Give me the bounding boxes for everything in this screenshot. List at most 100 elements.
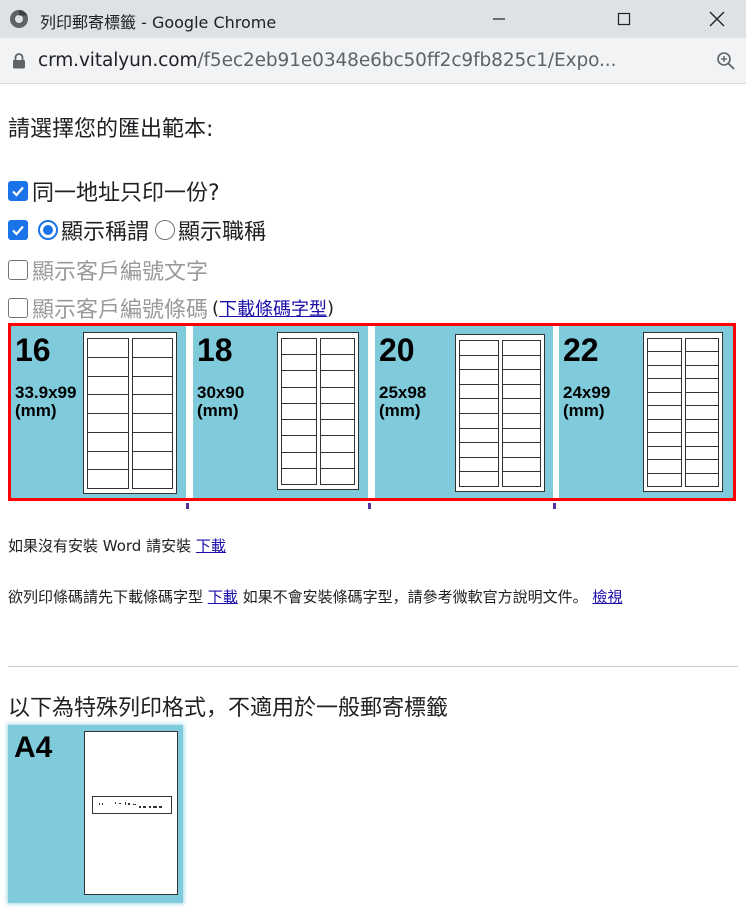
microsoft-docs-view-link[interactable]: 檢視 — [592, 588, 623, 606]
label-cell — [281, 402, 317, 421]
template-size-line2: (mm) — [15, 401, 57, 420]
label-cell — [131, 394, 173, 414]
template-size: 25x98(mm) — [379, 384, 426, 420]
barcode-font-download-link[interactable]: 下載 — [207, 588, 238, 606]
maximize-icon — [617, 12, 631, 26]
same-address-checkbox[interactable] — [8, 181, 28, 201]
customer-id-barcode-label: 顯示客戶編號條碼 — [32, 298, 209, 323]
download-barcode-font-link[interactable]: 下載條碼字型 — [219, 299, 328, 320]
label-cell — [319, 435, 355, 453]
url-path: /f5ec2eb91e0348e6bc50ff2c9fb825c1/Expo..… — [197, 50, 617, 71]
template-count: 22 — [563, 332, 599, 368]
template-size-line1: 30x90 — [197, 383, 245, 402]
label-cell — [87, 450, 129, 471]
minimize-button[interactable] — [470, 0, 528, 38]
lock-icon — [13, 53, 25, 69]
word-notice: 如果沒有安裝 Word 請安裝 下載 — [8, 533, 226, 559]
section-divider — [8, 666, 738, 667]
template-count: 18 — [197, 332, 233, 368]
barcode-notice: 欲列印條碼請先下載條碼字型 下載 如果不會安裝條碼字型，請參考微軟官方說明文件。… — [8, 584, 743, 610]
label-cell — [459, 398, 499, 414]
label-cell — [319, 338, 355, 356]
label-cell — [281, 419, 317, 437]
label-cell — [87, 375, 129, 396]
a4-barcode-preview — [92, 796, 172, 814]
label-cell — [87, 469, 129, 489]
show-salutation-checkbox[interactable] — [8, 220, 28, 240]
label-cell — [501, 442, 541, 458]
chrome-app-icon — [10, 9, 28, 28]
label-cell — [501, 398, 541, 414]
label-cell — [647, 472, 682, 487]
template-count: 20 — [379, 332, 415, 368]
label-cell — [131, 356, 173, 377]
label-cell — [647, 378, 682, 393]
customer-id-text-checkbox[interactable] — [8, 260, 28, 280]
label-cell — [131, 338, 173, 358]
customer-id-barcode-checkbox[interactable] — [8, 298, 28, 318]
label-cell — [131, 413, 173, 433]
maximize-button[interactable] — [595, 0, 653, 38]
show-job-title-label: 顯示職稱 — [178, 220, 267, 245]
label-cell — [459, 471, 499, 487]
label-cell — [281, 451, 317, 469]
option-salutation-row[interactable]: 顯示稱謂 顯示職稱 — [8, 214, 266, 246]
option-same-address[interactable]: 同一地址只印一份? — [8, 175, 220, 207]
label-cell — [319, 354, 355, 372]
template-count: 16 — [15, 332, 51, 368]
window-titlebar: 列印郵寄標籤 - Google Chrome — [0, 0, 746, 38]
close-button[interactable] — [688, 0, 746, 38]
minimize-icon — [493, 18, 505, 20]
label-grid — [281, 338, 355, 485]
label-template-18[interactable]: 18 30x90(mm) — [193, 326, 368, 498]
label-template-20[interactable]: 20 25x98(mm) — [375, 326, 553, 498]
label-cell — [459, 354, 499, 371]
template-size-line1: 25x98 — [379, 383, 427, 402]
template-size: 24x99(mm) — [563, 384, 610, 420]
label-cell — [131, 375, 173, 396]
label-cell — [684, 405, 719, 420]
label-cell — [87, 356, 129, 377]
label-cell — [501, 427, 541, 444]
word-notice-text: 如果沒有安裝 Word 請安裝 — [8, 537, 196, 555]
show-salutation-label: 顯示稱謂 — [61, 220, 150, 245]
zoom-icon[interactable] — [716, 51, 736, 71]
word-download-link[interactable]: 下載 — [195, 537, 226, 555]
label-cell — [501, 471, 541, 487]
label-cell — [281, 338, 317, 356]
label-cell — [87, 394, 129, 414]
label-cell — [647, 432, 682, 447]
url-text[interactable]: crm.vitalyun.com/f5ec2eb91e0348e6bc50ff2… — [38, 50, 616, 71]
paren-open: ( — [212, 297, 220, 319]
label-cell — [647, 338, 682, 353]
label-cell — [459, 369, 499, 385]
label-cell — [684, 391, 719, 407]
special-format-heading: 以下為特殊列印格式，不適用於一般郵寄標籤 — [8, 696, 449, 721]
label-template-a4[interactable]: A4 — [8, 725, 183, 903]
checkmark-icon — [12, 225, 24, 236]
label-cell — [501, 456, 541, 473]
checkmark-icon — [12, 186, 24, 197]
show-job-title-radio[interactable] — [155, 220, 176, 240]
label-cell — [684, 472, 719, 487]
label-cell — [684, 432, 719, 447]
label-template-16[interactable]: 16 33.9x99(mm) — [11, 326, 186, 498]
option-customer-id-text[interactable]: 顯示客戶編號文字 — [8, 254, 208, 286]
tile-gap-marker — [186, 503, 189, 509]
label-cell — [684, 351, 719, 366]
show-salutation-radio[interactable] — [38, 220, 58, 240]
address-bar[interactable]: crm.vitalyun.com/f5ec2eb91e0348e6bc50ff2… — [0, 38, 746, 84]
label-template-22[interactable]: 22 24x99(mm) — [559, 326, 733, 498]
barcode-notice-text1: 欲列印條碼請先下載條碼字型 — [8, 588, 208, 606]
label-cell — [319, 370, 355, 388]
template-size-line1: 33.9x99 — [15, 383, 77, 402]
label-cell — [647, 405, 682, 420]
template-size-line2: (mm) — [379, 401, 421, 420]
label-cell — [87, 431, 129, 452]
label-cell — [684, 459, 719, 474]
label-cell — [459, 340, 499, 356]
label-cell — [684, 378, 719, 393]
label-grid — [459, 340, 541, 487]
option-customer-id-barcode[interactable]: 顯示客戶編號條碼 (下載條碼字型) — [8, 292, 334, 324]
label-cell — [647, 459, 682, 474]
